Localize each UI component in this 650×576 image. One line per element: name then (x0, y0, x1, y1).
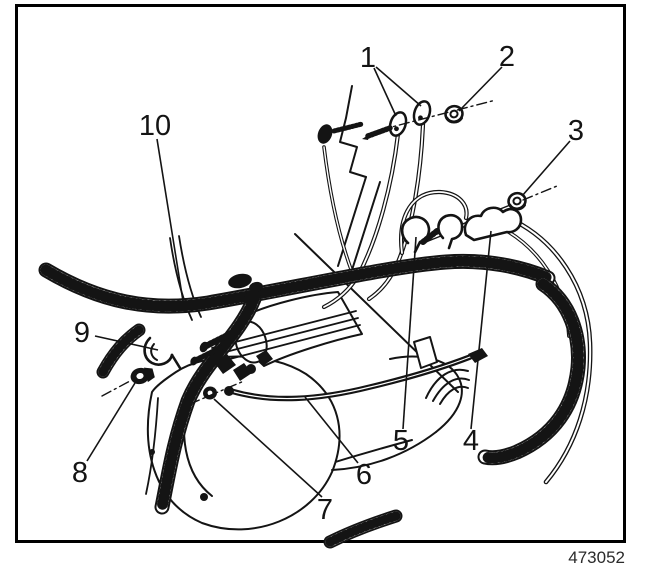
leader-1a (373, 67, 397, 117)
leader-10 (156, 138, 184, 302)
leader-6 (304, 396, 359, 464)
pinion-spiral-3 (439, 385, 469, 405)
callout-label-9: 9 (74, 317, 90, 349)
wire-1-core (323, 133, 399, 308)
callout-label-2: 2 (499, 41, 515, 73)
harness-clip-item9 (143, 336, 174, 366)
clip9-inner (150, 343, 158, 361)
loom-right-arc (477, 276, 586, 466)
callout-label-4: 4 (463, 425, 479, 457)
loom5-ribs (325, 511, 401, 547)
lead-wire-b (213, 317, 359, 356)
washer3-shade (508, 203, 526, 211)
callout-label-7: 7 (317, 494, 333, 526)
leader-lines (86, 66, 571, 498)
stud-clip-1 (388, 111, 408, 137)
clip9-tail (170, 353, 182, 370)
terminal-bolt-1-head (199, 341, 209, 353)
loom4-ribs (479, 278, 584, 464)
rod-clip-b (437, 213, 464, 250)
stud-clip-2 (412, 100, 432, 126)
nut8-centerline (101, 380, 131, 397)
stud-clip-1-body (388, 111, 408, 137)
leader-5 (402, 236, 417, 430)
loom3-ribs (98, 325, 144, 377)
harness-connector-3 (243, 290, 261, 304)
mounting-tab (413, 336, 438, 369)
stud-clip-2-body (412, 100, 432, 126)
leader-8 (86, 382, 136, 462)
nut8-side (143, 367, 155, 383)
line-art (38, 85, 593, 549)
leader-9 (94, 335, 159, 351)
terminal-blob-3 (246, 364, 256, 374)
harness-connector-1 (228, 273, 252, 289)
loom-main-horizontal (38, 253, 556, 314)
loom-bottom (323, 509, 403, 549)
nut7-hole (207, 390, 213, 396)
wire-terminal-black (317, 124, 333, 144)
pinion-spiral-1 (425, 368, 469, 399)
figure-number: 473052 (568, 548, 625, 567)
callout-label-1: 1 (360, 42, 376, 74)
loom1-ribs (40, 255, 554, 312)
wire-3-core (323, 146, 353, 273)
harness-wire-c (145, 397, 159, 495)
washer2-shade (445, 116, 463, 124)
terminal-bolt-2 (193, 344, 225, 363)
pinion-spiral-2 (432, 377, 470, 402)
drive-housing-outline (389, 355, 463, 433)
rod-thread-end (420, 228, 440, 245)
stud-tip (362, 134, 370, 140)
nut8-hole (136, 372, 144, 380)
leader-3 (521, 140, 571, 197)
washer3-hole (512, 196, 522, 206)
battery-cable-highlight (230, 356, 471, 400)
harness-wire-a (169, 237, 193, 321)
double-loop-clamp (463, 206, 523, 242)
callout-label-6: 6 (356, 459, 372, 491)
lead-wire-c (221, 324, 361, 362)
stud-axis-centerline (379, 99, 497, 131)
leader-7 (213, 398, 323, 498)
rod-axis-centerline (522, 185, 558, 201)
callout-label-8: 8 (72, 457, 88, 489)
stud-clip-1-hole (394, 126, 399, 132)
terminal-blob-4 (256, 350, 273, 366)
body-flange-outline (339, 85, 367, 178)
callout-labels: 1 2 3 4 5 6 7 8 9 10 (72, 41, 584, 526)
threaded-stud-2 (365, 125, 393, 139)
leader-2 (458, 66, 503, 112)
leader-4 (470, 230, 492, 430)
terminal-bolt-1 (202, 326, 242, 350)
loom-upper-left (96, 323, 146, 379)
callout-label-3: 3 (568, 115, 584, 147)
bracket-arm-right-edge (351, 181, 381, 271)
bracket-arm-left-edge (337, 176, 367, 267)
threaded-stud-1 (331, 121, 365, 134)
harness-connector-2 (249, 281, 263, 293)
starter-bolt-dot (200, 493, 208, 501)
centerline-group (101, 99, 558, 405)
callout-label-10: 10 (139, 110, 171, 142)
terminal-blob-1 (214, 354, 236, 374)
nut7-centerline (189, 380, 245, 405)
right-cable-arc-core (505, 216, 592, 483)
leader-1b (375, 66, 422, 107)
engine-block-diagonal (294, 233, 459, 393)
nut-item8 (130, 367, 155, 385)
drive-housing-top (331, 431, 437, 471)
terminal-bolt-2-head (190, 356, 198, 366)
callout-label-5: 5 (393, 425, 409, 457)
